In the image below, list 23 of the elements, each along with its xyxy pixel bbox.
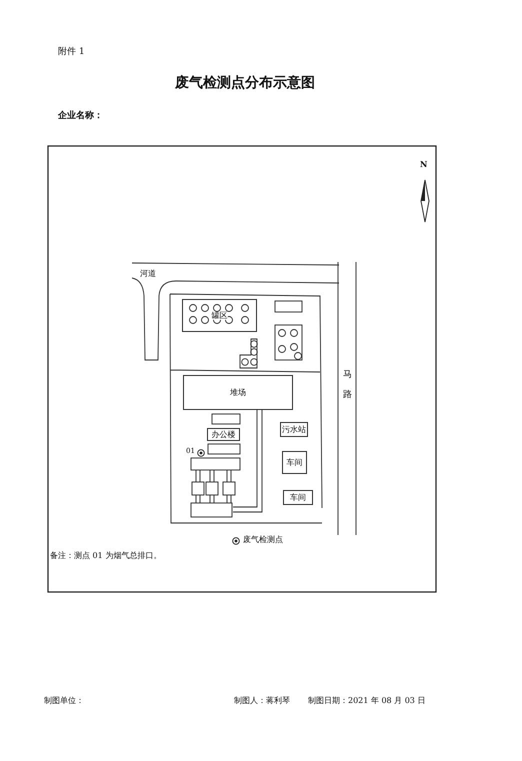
tank-area (182, 299, 257, 332)
mapping-unit-label: 制图单位： (44, 697, 84, 706)
road-label: 马路 (343, 369, 353, 402)
company-name-label: 企业名称： (58, 112, 103, 122)
area-name: 车间 (286, 458, 302, 466)
drafter-text: 制图人：蒋利琴 (234, 697, 290, 706)
legend-text: 废气检测点 (243, 536, 283, 545)
drawing-date-text: 制图日期：2021 年 08 月 03 日 (308, 697, 426, 706)
building-box (207, 428, 240, 441)
building-box (280, 422, 308, 437)
area-name: 堆场 (230, 388, 246, 396)
title: 废气检测点分布示意图 (174, 76, 316, 92)
area-name: 办公楼 (212, 430, 236, 438)
building-box (183, 375, 293, 410)
attachment-number: 附件 1 (58, 48, 85, 58)
area-name: 罐区 (212, 312, 228, 320)
note-text: 备注：测点 01 为烟气总排口。 (50, 552, 162, 561)
building-box (283, 490, 313, 505)
building-box (282, 451, 307, 474)
river-label: 河道 (140, 270, 156, 279)
area-name: 污水站 (282, 426, 306, 434)
north-label: N (420, 160, 428, 169)
area-name: 车间 (290, 494, 306, 502)
